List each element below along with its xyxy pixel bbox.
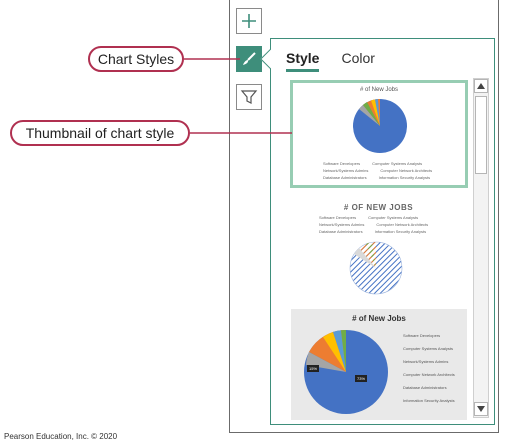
chart-styles-button[interactable] (236, 46, 262, 72)
copyright-credit: Pearson Education, Inc. © 2020 (4, 432, 118, 441)
legend-item: Information Security Analysts (378, 175, 431, 180)
chart-style-thumbnail-2[interactable]: # OF NEW JOBS Software Developers Comput… (291, 200, 466, 300)
legend-row: Database Administrators Information Secu… (319, 229, 426, 234)
legend-item: Computer Network Architects (376, 222, 429, 227)
legend-item: Software Developers (323, 161, 361, 166)
legend-item: Computer Network Architects (380, 168, 433, 173)
chart-style-thumbnail-1[interactable]: # of New Jobs Software Developers Comput… (290, 80, 468, 188)
legend-item: Network/Systems Admins (323, 168, 369, 173)
legend-item: Database Administrators (319, 229, 363, 234)
chart-style-thumbnail-3[interactable]: # of New Jobs 73% 15% Software Developer… (291, 309, 467, 420)
thumbnail-callout: Thumbnail of chart style (10, 120, 190, 146)
filter-icon (240, 90, 258, 104)
chart-filters-button[interactable] (236, 84, 262, 110)
legend-item: Information Security Analysts (403, 398, 455, 403)
scroll-up-button[interactable] (474, 79, 488, 93)
triangle-up-icon (477, 83, 485, 89)
thumbnail-title: # OF NEW JOBS (343, 203, 414, 212)
triangle-down-icon (477, 406, 485, 412)
legend-row: Software Developers Computer Systems Ana… (319, 215, 418, 220)
scroll-down-button[interactable] (474, 402, 488, 416)
data-label: 15% (307, 365, 320, 372)
pie-chart (353, 98, 407, 153)
legend-row: Software Developers Computer Systems Ana… (323, 161, 422, 166)
legend-item: Computer Systems Analysts (403, 346, 454, 351)
legend-item: Database Administrators (403, 385, 447, 390)
pie-chart (304, 329, 388, 414)
legend-item: Computer Systems Analysts (368, 215, 419, 220)
paintbrush-icon (243, 52, 256, 65)
pie-chart (349, 241, 403, 295)
plus-icon (242, 14, 256, 28)
legend-row: Network/Systems Admins Computer Network … (323, 168, 432, 173)
legend-item: Software Developers (319, 215, 357, 220)
legend-column: Software Developers Computer Systems Ana… (403, 329, 455, 407)
thumbnail-title: # of New Jobs (352, 314, 406, 323)
legend-item: Computer Network Architects (403, 372, 455, 377)
legend-item: Network/Systems Admins (403, 359, 449, 364)
legend-row: Network/Systems Admins Computer Network … (319, 222, 428, 227)
legend-item: Database Administrators (323, 175, 367, 180)
chart-tools-frame (229, 0, 499, 433)
chart-styles-callout: Chart Styles (88, 46, 184, 72)
legend-row: Database Administrators Information Secu… (323, 175, 430, 180)
legend-item: Computer Systems Analysts (372, 161, 423, 166)
legend-item: Software Developers (403, 333, 441, 338)
scroll-thumb[interactable] (475, 96, 487, 174)
legend-item: Information Security Analysts (374, 229, 427, 234)
data-label: 73% (355, 375, 368, 382)
chart-elements-button[interactable] (236, 8, 262, 34)
tab-style[interactable]: Style (286, 50, 320, 72)
thumbnail-title: # of New Jobs (359, 87, 399, 93)
style-color-tabs: Style Color (286, 50, 375, 72)
tab-color[interactable]: Color (341, 50, 375, 66)
legend-item: Network/Systems Admins (319, 222, 365, 227)
